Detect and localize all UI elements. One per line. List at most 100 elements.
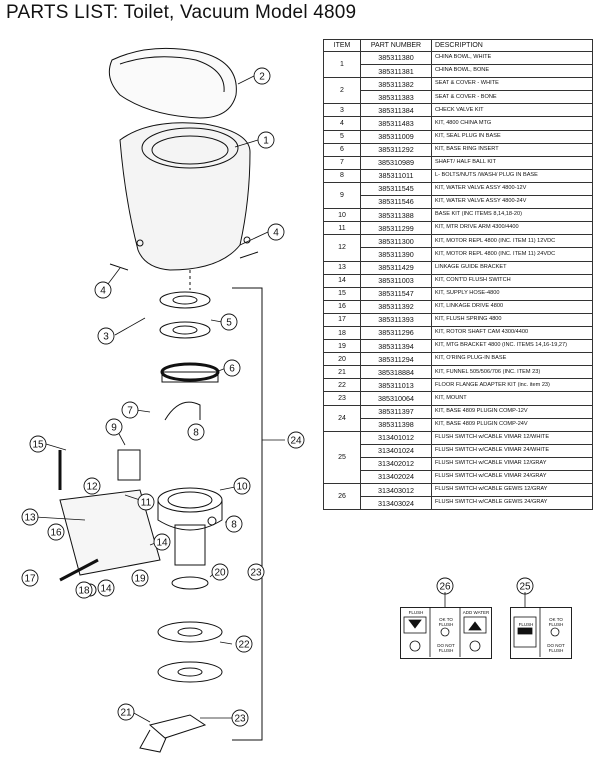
item-number: 14 [323,273,361,288]
item-number: 3 [323,103,361,118]
callout-label: 4 [273,228,279,239]
part-number: 385311392 [360,299,432,314]
item-number: 9 [323,181,361,210]
part-description: CHINA BOWL, WHITE [431,50,593,66]
callout-label: 11 [141,498,152,509]
item-number: 10 [323,208,361,223]
part-number: 385311483 [360,116,432,131]
part-description: KIT, MTG BRACKET 4800 (INC. ITEMS 14,16-… [431,339,593,354]
part-number: 385311011 [360,168,432,183]
part-description: KIT, CONT'D FLUSH SWITCH [431,273,593,288]
part-number: 385311398 [360,417,432,432]
item-number: 11 [323,221,361,236]
part-description: KIT, LINKAGE DRIVE 4800 [431,299,593,314]
callout-11: 11 [137,493,155,511]
part-description: FLUSH SWITCH w/CABLE VIMAR 24/WHITE [431,443,593,458]
item-number: 21 [323,365,361,380]
part-description: FLUSH SWITCH w/CABLE VIMAR 12/GRAY [431,456,593,472]
part-number: 385311394 [360,339,432,354]
callout-label: 4 [100,286,106,297]
part-number: 385311294 [360,352,432,367]
item-number: 24 [323,404,361,432]
callout-label: 17 [24,574,36,585]
callout-label: 20 [214,568,226,579]
part-number: 385311003 [360,273,432,288]
item-number: 18 [323,325,361,341]
callout-7: 7 [121,401,139,419]
callout-label: 9 [111,423,117,434]
callout-label: 15 [32,440,44,451]
part-description: KIT, BASE RING INSERT [431,142,593,157]
callout-label: 13 [24,513,36,524]
callout-16: 16 [47,523,65,541]
item-number: 16 [323,299,361,314]
part-description: KIT, BASE 4809 PLUGIN COMP-12V [431,404,593,419]
part-number: 385311380 [360,50,432,66]
callout-10: 10 [233,477,251,495]
part-number: 385311546 [360,195,432,210]
part-number: 385311381 [360,64,432,79]
callout-23: 23 [231,709,249,727]
callout-label: 14 [100,584,112,595]
switch26-ok-label: OK TO FLUSH [438,617,454,627]
callout-12: 12 [83,477,101,495]
callout-2: 2 [253,67,271,85]
callout-6: 6 [223,359,241,377]
part-description: KIT, MTR DRIVE ARM 4300/4400 [431,221,593,236]
part-description: KIT, MOTOR REPL 4800 (INC. ITEM 11) 12VD… [431,234,593,249]
part-description: CHINA BOWL, BONE [431,64,593,79]
callout-20: 20 [211,563,229,581]
item-number: 13 [323,260,361,275]
item-number: 8 [323,168,361,183]
item-number: 20 [323,352,361,367]
part-number: 313402012 [360,456,432,472]
header-description: DESCRIPTION [431,39,593,52]
callout-18: 18 [75,581,93,599]
part-number: 385318884 [360,365,432,380]
part-description: L- BOLTS/NUTS /WASH/ PLUG IN BASE [431,168,593,183]
callout-26: 26 [436,577,454,595]
callout-14: 14 [97,579,115,597]
callout-1: 1 [257,131,275,149]
callout-label: 14 [156,538,168,549]
callout-8: 8 [187,423,205,441]
part-number: 385311397 [360,404,432,419]
part-description: KIT, SUPPLY HOSE-4800 [431,286,593,301]
switch26-add-water-label: ADD WATER [462,610,490,615]
callout-label: 10 [236,482,248,493]
part-number: 313402024 [360,469,432,485]
part-description: KIT, MOUNT [431,391,593,406]
callout-label: 3 [103,332,109,343]
part-description: LINKAGE GUIDE BRACKET [431,260,593,275]
callout-label: 12 [86,482,98,493]
part-number: 385311300 [360,234,432,249]
part-description: CHECK VALVE KIT [431,103,593,118]
item-number: 25 [323,430,361,485]
callout-label: 26 [439,582,451,593]
callout-4: 4 [94,281,112,299]
callout-15: 15 [29,435,47,453]
part-description: FLOOR FLANGE ADAPTER KIT (inc. item 23) [431,378,593,393]
callout-17: 17 [21,569,39,587]
part-number: 385311545 [360,181,432,197]
item-number: 5 [323,129,361,144]
part-number: 313403024 [360,496,432,511]
callout-25: 25 [516,577,534,595]
part-description: KIT, FUNNEL 505/506/706 (INC. ITEM 23) [431,365,593,380]
